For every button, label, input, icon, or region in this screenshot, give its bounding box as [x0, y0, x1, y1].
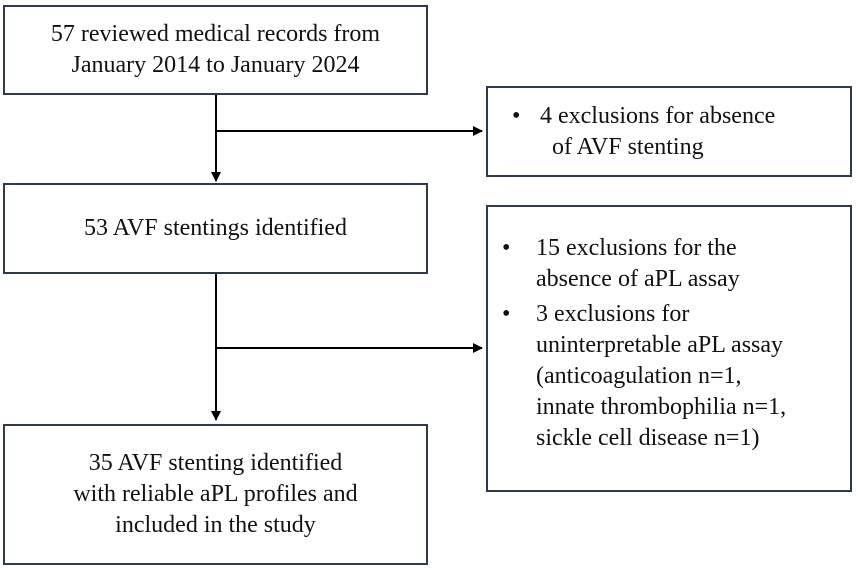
bullet-icon: •	[502, 235, 511, 261]
records-reviewed-box: 57 reviewed medical records from January…	[3, 5, 428, 95]
exclusion-item-no-assay: • 15 exclusions for the absence of aPL a…	[488, 233, 850, 295]
exclusion-2b-line-5: sickle cell disease n=1)	[536, 425, 760, 451]
exclusion-item-stenting: • 4 exclusions for absence of AVF stenti…	[488, 101, 850, 163]
exclusion-2b-line-2: uninterpretable aPL assay	[536, 332, 784, 358]
records-reviewed-line-2: January 2014 to January 2024	[71, 52, 360, 78]
records-reviewed-line-1: 57 reviewed medical records from	[50, 21, 381, 47]
exclusion-1-line-2: of AVF stenting	[552, 134, 704, 160]
bullet-icon: •	[502, 301, 511, 327]
bullet-icon: •	[512, 103, 521, 129]
exclusion-2b-line-4: innate thrombophilia n=1,	[536, 394, 787, 420]
stentings-identified-box: 53 AVF stentings identified	[3, 183, 428, 274]
included-study-box: 35 AVF stenting identified with reliable…	[3, 424, 428, 565]
exclusion-item-uninterpretable: • 3 exclusions for uninterpretable aPL a…	[488, 299, 850, 454]
exclusion-1-line-1: 4 exclusions for absence	[540, 103, 776, 129]
exclusion-box-1: • 4 exclusions for absence of AVF stenti…	[486, 86, 852, 177]
included-line-1: 35 AVF stenting identified	[88, 450, 343, 476]
exclusion-2b-line-1: 3 exclusions for	[536, 301, 690, 327]
exclusion-2a-line-1: 15 exclusions for the	[536, 235, 737, 261]
exclusion-2b-line-3: (anticoagulation n=1,	[536, 363, 742, 389]
stentings-identified-text: 53 AVF stentings identified	[84, 215, 347, 241]
exclusion-box-2: • 15 exclusions for the absence of aPL a…	[486, 205, 852, 492]
exclusion-2a-line-2: absence of aPL assay	[536, 266, 740, 292]
included-line-3: included in the study	[115, 512, 316, 538]
included-line-2: with reliable aPL profiles and	[73, 481, 358, 507]
